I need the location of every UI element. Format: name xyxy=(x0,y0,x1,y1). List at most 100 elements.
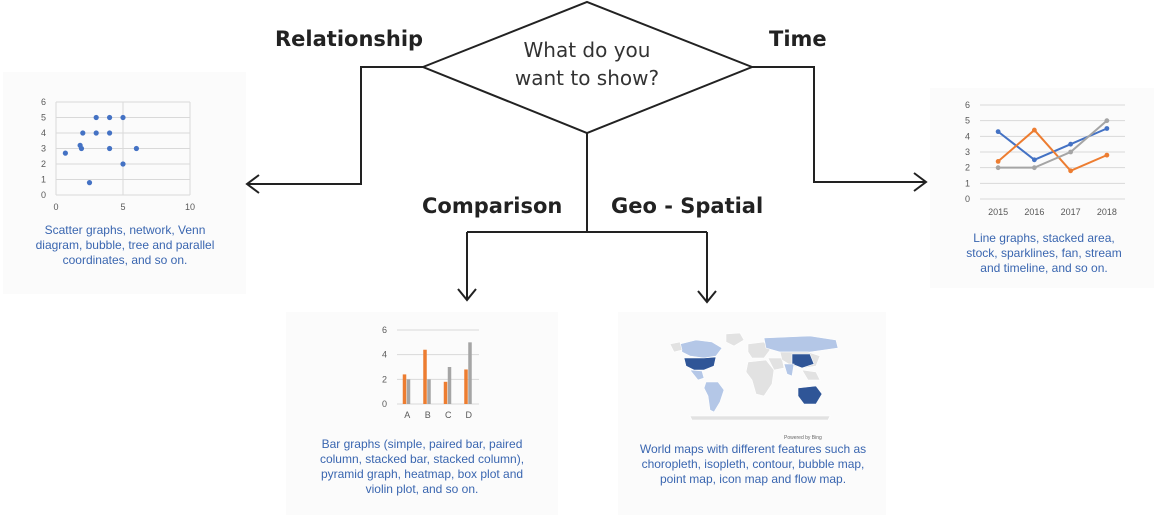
arrowhead-geo xyxy=(697,290,717,304)
bar-panel xyxy=(286,312,558,515)
bar-series-1-bar xyxy=(443,381,448,404)
bar-x-tick-label: B xyxy=(425,410,431,420)
scatter-point xyxy=(120,114,126,121)
line-series-3 xyxy=(998,119,1108,169)
bar-y-tick-label: 0 xyxy=(382,399,387,409)
line-series-1-point xyxy=(995,129,1001,135)
line-series-2-point xyxy=(995,159,1001,164)
scatter-panel xyxy=(3,72,246,294)
line-y-tick-label: 3 xyxy=(965,147,970,157)
connector-time xyxy=(752,66,926,183)
question-text: What do you want to show? xyxy=(487,36,687,92)
line-y-tick-label: 5 xyxy=(965,116,970,126)
scatter-y-tick-label: 5 xyxy=(41,113,46,123)
bar-caption-line-1: Bar graphs (simple, paired bar, paired xyxy=(321,437,523,451)
branch-label-comparison: Comparison xyxy=(422,194,563,218)
arrowhead-time xyxy=(913,172,928,192)
bar-series-2-bar xyxy=(427,379,431,404)
scatter-point xyxy=(93,114,99,121)
bar-caption-line-2: column, stacked bar, stacked column), xyxy=(319,452,525,466)
map-caption-line-1: World maps with different features such … xyxy=(639,442,867,456)
scatter-point xyxy=(80,130,86,136)
map-russia xyxy=(763,335,839,353)
map-mexico xyxy=(689,369,705,381)
bar-x-tick-label: A xyxy=(404,410,410,420)
line-y-tick-label: 0 xyxy=(965,194,970,204)
scatter-caption-line-2: diagram, bubble, tree and parallel xyxy=(35,238,215,252)
bar-y-tick-label: 6 xyxy=(382,325,387,335)
map-australia xyxy=(797,385,823,405)
map-south-america xyxy=(703,381,725,413)
line-series-2-point xyxy=(1104,152,1110,158)
map-middle-east xyxy=(767,357,785,371)
map-southeast-asia xyxy=(801,369,821,381)
line-x-tick-label: 2015 xyxy=(988,207,1008,217)
line-y-tick-label: 4 xyxy=(965,131,970,141)
bar-x-tick-label: D xyxy=(466,410,473,420)
line-series-3-point xyxy=(995,165,1001,171)
scatter-caption-line-3: coordinates, and so on. xyxy=(62,253,188,267)
map-europe xyxy=(747,341,771,359)
line-y-tick-label: 6 xyxy=(965,100,970,110)
bar-chart: 0 2 4 6A B C D xyxy=(382,325,479,420)
bar-x-tick-label: C xyxy=(445,410,452,420)
line-series-3-point xyxy=(1031,165,1037,171)
scatter-y-tick-label: 2 xyxy=(41,159,46,169)
line-series-3-point xyxy=(1104,118,1110,124)
scatter-x-tick-label: 0 xyxy=(53,202,58,212)
world-map xyxy=(669,332,839,420)
bar-series-2-bar xyxy=(447,367,452,404)
line-y-tick-label: 1 xyxy=(965,178,970,188)
question-line-1: What do you xyxy=(523,38,651,62)
branch-label-geo: Geo - Spatial xyxy=(611,194,764,218)
branch-label-relationship: Relationship xyxy=(275,27,424,51)
line-x-tick-label: 2016 xyxy=(1024,207,1044,217)
scatter-y-tick-label: 3 xyxy=(41,144,46,154)
line-caption-line-1: Line graphs, stacked area, xyxy=(973,231,1115,245)
scatter-point xyxy=(78,145,85,152)
line-panel xyxy=(930,88,1154,288)
map-africa xyxy=(745,359,775,397)
bar-y-tick-label: 4 xyxy=(382,350,387,360)
scatter-y-tick-label: 4 xyxy=(41,128,46,138)
line-caption-line-3: and timeline, and so on. xyxy=(980,261,1108,275)
bar-caption: Bar graphs (simple, paired bar, paired c… xyxy=(292,437,552,497)
map-india xyxy=(783,363,795,377)
scatter-point xyxy=(133,145,139,152)
scatter-point xyxy=(93,130,99,136)
arrowhead-comparison xyxy=(457,288,477,302)
line-y-tick-label: 2 xyxy=(965,163,970,173)
scatter-caption-line-1: Scatter graphs, network, Venn xyxy=(44,223,206,237)
scatter-point xyxy=(107,114,113,121)
line-caption: Line graphs, stacked area, stock, sparkl… xyxy=(940,231,1148,276)
map-caption-line-2: choropleth, isopleth, contour, bubble ma… xyxy=(641,457,865,471)
scatter-point xyxy=(107,130,113,136)
line-series-1 xyxy=(997,127,1108,161)
bar-caption-line-4: violin plot, and so on. xyxy=(365,482,479,496)
bar-series-1-bar xyxy=(423,349,427,404)
map-credit: Powered by Bing xyxy=(784,435,822,441)
map-antarctica xyxy=(689,415,831,420)
scatter-y-tick-label: 0 xyxy=(41,190,46,200)
line-series-2-point xyxy=(1068,168,1074,174)
map-caption: World maps with different features such … xyxy=(622,442,884,487)
scatter-x-tick-label: 5 xyxy=(120,202,125,212)
connector-relationship xyxy=(247,66,423,185)
arrowhead-relationship xyxy=(245,174,260,194)
line-series-1-point xyxy=(1068,141,1074,147)
map-greenland xyxy=(725,332,745,347)
bar-series-2-bar xyxy=(468,342,472,404)
map-china xyxy=(791,353,815,369)
scatter-point xyxy=(86,180,93,186)
line-series-3-point xyxy=(1068,149,1074,155)
bar-y-tick-label: 2 xyxy=(382,374,387,384)
branch-label-time: Time xyxy=(769,27,827,51)
line-x-tick-label: 2017 xyxy=(1061,207,1081,217)
scatter-point xyxy=(107,145,113,152)
line-series-1-point xyxy=(1104,126,1110,131)
scatter-x-tick-label: 10 xyxy=(185,202,195,212)
scatter-point xyxy=(62,150,68,156)
